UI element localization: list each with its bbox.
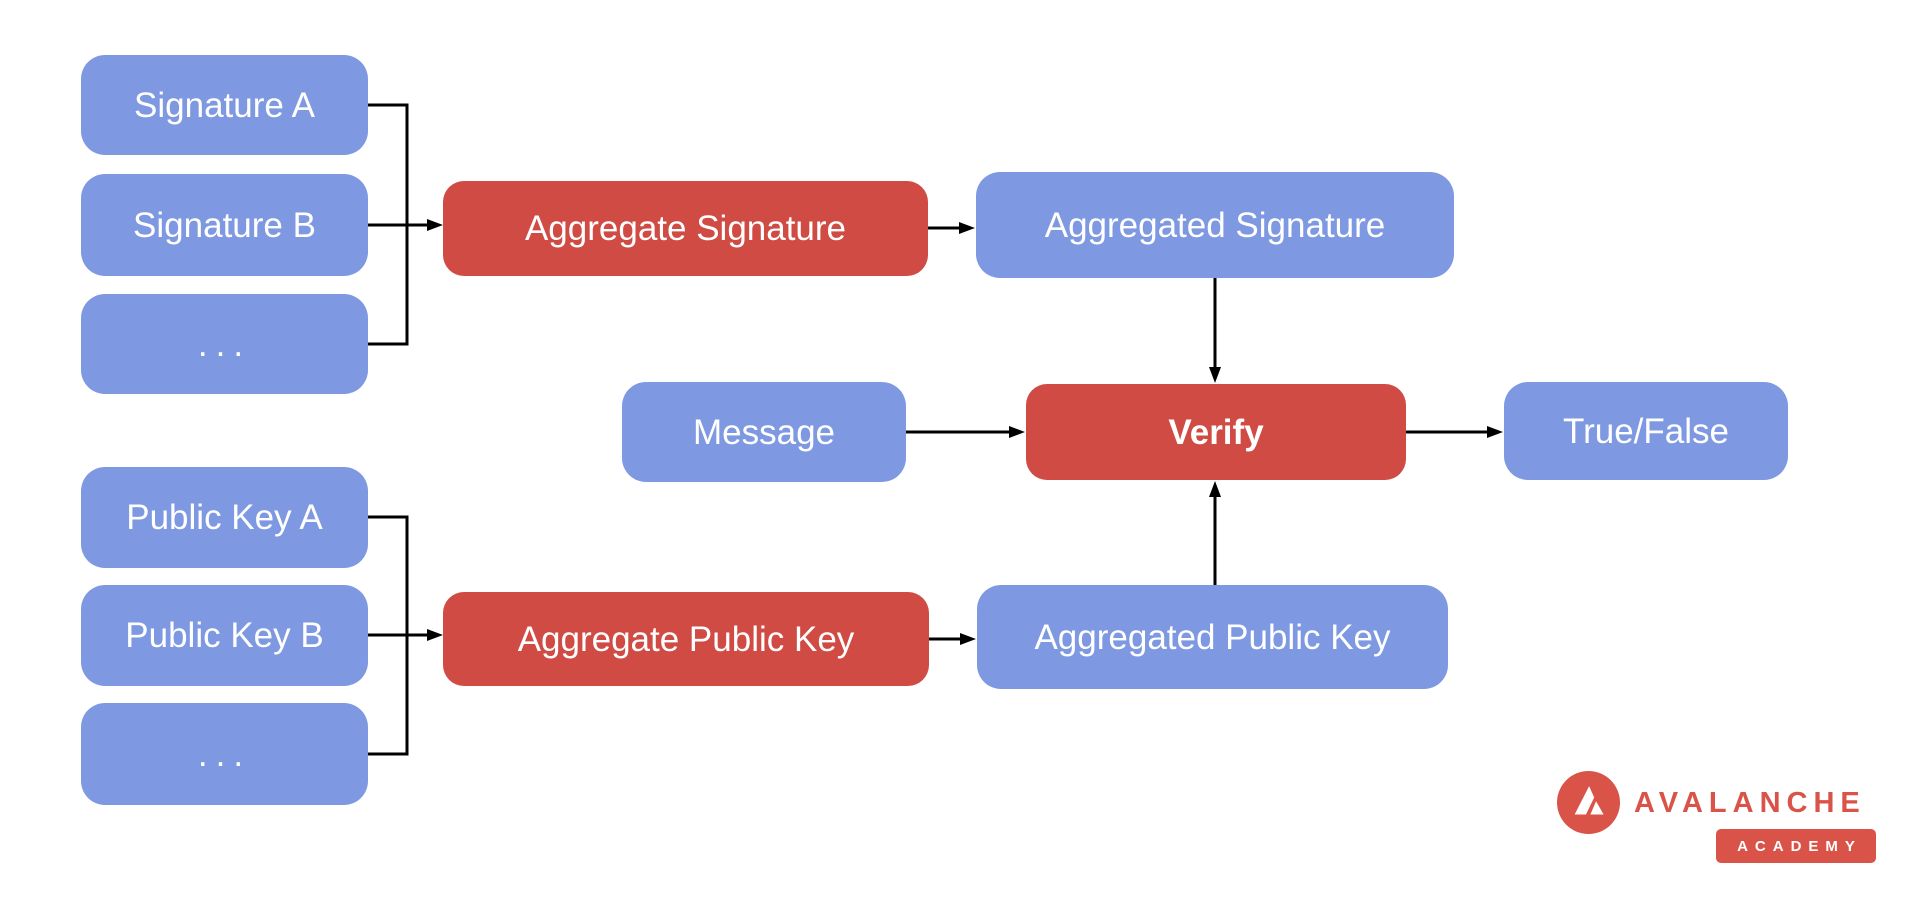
node-label: Verify	[1168, 412, 1264, 452]
node-aggregate-public-key: Aggregate Public Key	[443, 592, 929, 686]
node-aggregate-signature: Aggregate Signature	[443, 181, 928, 276]
node-signature-a: Signature A	[81, 55, 368, 155]
node-public-key-a: Public Key A	[81, 467, 368, 568]
academy-badge: ACADEMY	[1716, 829, 1876, 863]
node-label: True/False	[1563, 411, 1729, 451]
node-aggregated-signature: Aggregated Signature	[976, 172, 1454, 278]
node-label: Public Key B	[125, 616, 324, 655]
node-label: Aggregate Signature	[524, 209, 847, 248]
avalanche-academy-logo: AVALANCHE ACADEMY	[1557, 771, 1887, 866]
node-signature-b: Signature B	[81, 174, 368, 276]
node-label: ...	[197, 324, 252, 364]
node-label: Message	[692, 412, 836, 452]
node-label: Aggregated Public Key	[1034, 617, 1391, 657]
avalanche-wordmark: AVALANCHE	[1634, 787, 1866, 819]
node-label: Aggregated Signature	[1044, 205, 1386, 245]
node-public-key-ellipsis: ...	[81, 703, 368, 805]
node-label: Signature A	[134, 85, 315, 125]
bracket-public-keys	[368, 515, 409, 756]
node-true-false: True/False	[1504, 382, 1788, 480]
node-aggregated-public-key: Aggregated Public Key	[977, 585, 1448, 689]
node-label: Public Key A	[126, 498, 323, 537]
node-label: Signature B	[133, 205, 316, 245]
node-message: Message	[622, 382, 906, 482]
node-label: ...	[197, 734, 252, 774]
node-label: Aggregate Public Key	[517, 619, 855, 659]
academy-badge-label: ACADEMY	[1737, 837, 1862, 855]
node-signature-ellipsis: ...	[81, 294, 368, 394]
node-public-key-b: Public Key B	[81, 585, 368, 686]
node-verify: Verify	[1026, 384, 1406, 480]
avalanche-logo-icon	[1557, 771, 1620, 834]
bracket-signatures	[368, 103, 409, 346]
